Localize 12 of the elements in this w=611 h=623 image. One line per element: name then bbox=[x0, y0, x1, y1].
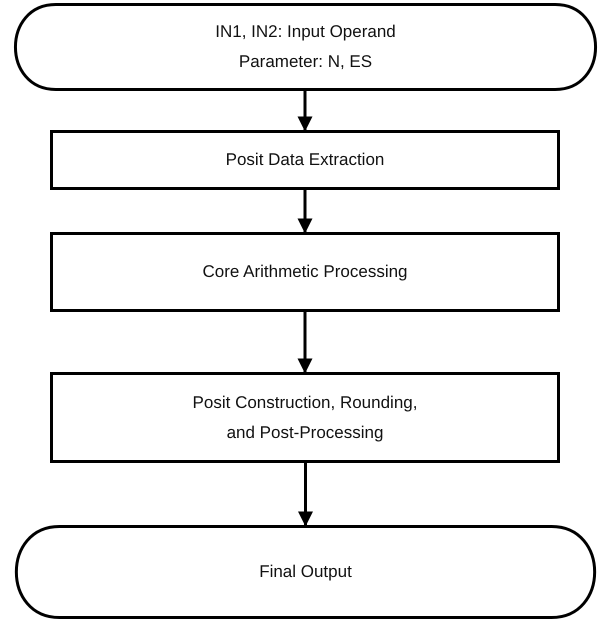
arrow bbox=[298, 463, 313, 526]
node-text: Core Arithmetic Processing bbox=[202, 261, 408, 283]
node-text: Posit Construction, Rounding, and Post-Processing bbox=[192, 392, 418, 444]
arrow bbox=[298, 190, 312, 234]
process-box bbox=[50, 232, 560, 312]
process-box bbox=[50, 372, 560, 463]
process-box bbox=[50, 130, 560, 190]
node-text: IN1, IN2: Input Operand Parameter: N, ES bbox=[214, 21, 397, 73]
arrow bbox=[298, 312, 312, 374]
arrow bbox=[298, 91, 312, 132]
node-text: Posit Data Extraction bbox=[226, 149, 384, 171]
node-text: Final Output bbox=[259, 561, 352, 583]
